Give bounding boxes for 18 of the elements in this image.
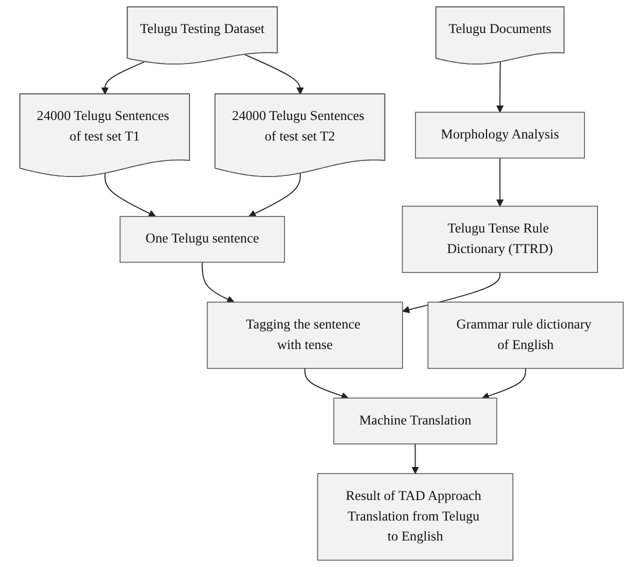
arrow	[496, 62, 504, 113]
node-box: One Telugu sentence	[120, 216, 285, 263]
node-box: Result of TAD Approach Translation from Telugu to English	[317, 473, 514, 561]
node-box: Telugu Tense Rule Dictionary (TTRD)	[402, 206, 598, 273]
arrow	[304, 368, 349, 400]
node-box: Grammar rule dictionary of English	[428, 302, 624, 369]
arrow	[402, 272, 500, 314]
node-box: Morphology Analysis	[415, 112, 585, 158]
arrow	[412, 444, 419, 474]
node-box: Machine Translation	[333, 398, 498, 444]
node-box: Tagging the sentence with tense	[206, 302, 403, 369]
arrow	[496, 158, 504, 207]
arrow	[104, 174, 156, 217]
arrow	[248, 174, 301, 217]
arrow	[101, 61, 145, 95]
arrow	[482, 368, 526, 400]
arrow	[244, 54, 304, 95]
arrow	[202, 262, 234, 303]
